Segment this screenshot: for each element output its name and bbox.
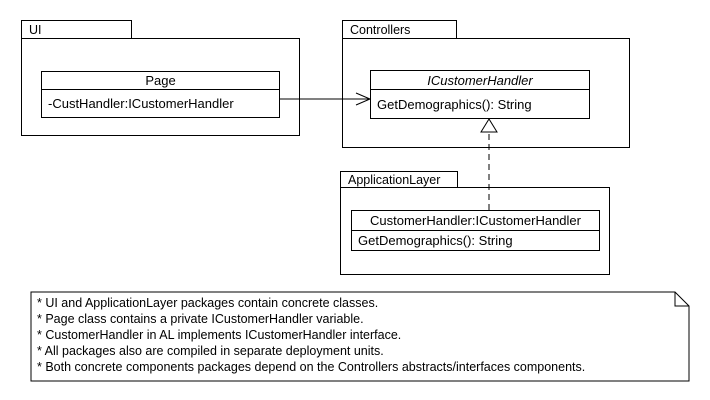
package-tab-ui: UI [21,20,132,39]
note-line: * All packages also are compiled in sepa… [37,344,384,358]
package-label-ui: UI [29,22,42,37]
class-icustomerhandler: ICustomerHandler GetDemographics(): Stri… [370,70,590,119]
note-line: * Both concrete components packages depe… [37,360,586,374]
package-label-applicationlayer: ApplicationLayer [348,172,441,187]
class-customerhandler-title: CustomerHandler:ICustomerHandler [352,211,599,231]
class-page: Page -CustHandler:ICustomerHandler [41,71,280,118]
package-tab-controllers: Controllers [342,20,457,39]
package-tab-applicationlayer: ApplicationLayer [340,171,458,188]
package-label-controllers: Controllers [350,22,411,37]
class-page-attribute: -CustHandler:ICustomerHandler [48,96,234,111]
note-line: * CustomerHandler in AL implements ICust… [37,328,402,342]
class-customerhandler-method: GetDemographics(): String [358,233,513,248]
note-line: * UI and ApplicationLayer packages conta… [37,296,379,310]
note: * UI and ApplicationLayer packages conta… [37,295,685,375]
class-icustomerhandler-method: GetDemographics(): String [377,96,532,112]
note-line: * Page class contains a private ICustome… [37,312,364,326]
class-icustomerhandler-title: ICustomerHandler [371,71,589,90]
class-customerhandler: CustomerHandler:ICustomerHandler GetDemo… [351,210,600,251]
class-page-title: Page [42,72,279,90]
